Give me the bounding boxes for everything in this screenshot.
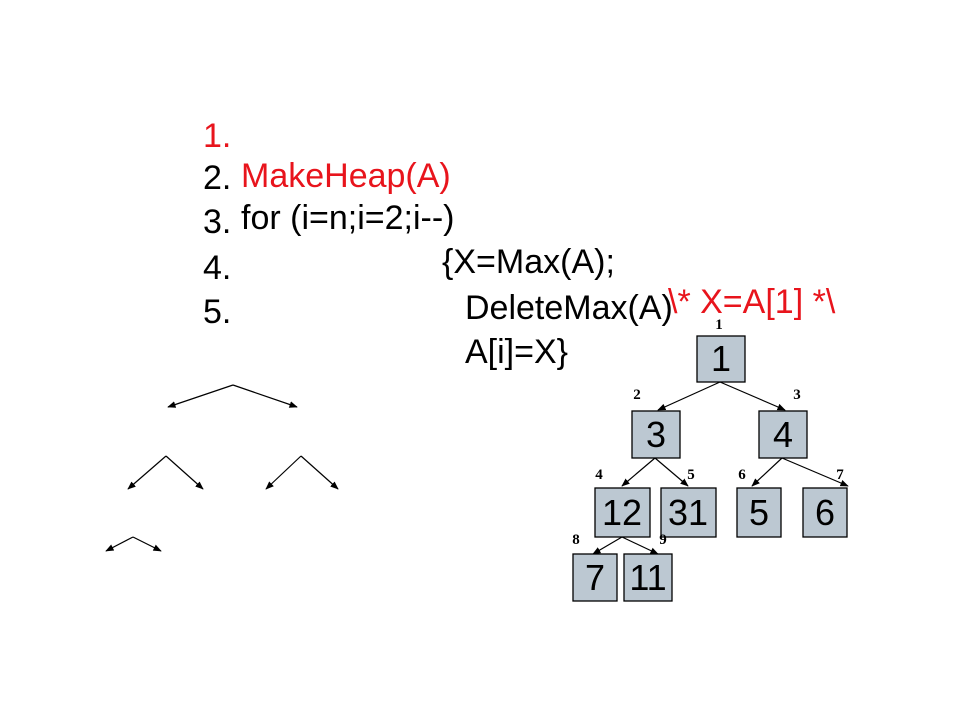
code-line-5: 5. A[i]=X} — [0, 252, 568, 412]
code-text: A[i]=X} — [465, 333, 569, 371]
svg-text:4: 4 — [773, 414, 793, 455]
svg-text:5: 5 — [749, 492, 769, 533]
line-number: 5. — [203, 293, 232, 331]
skeleton-edge — [127, 455, 167, 490]
svg-text:12: 12 — [602, 492, 642, 533]
svg-text:2: 2 — [633, 387, 641, 403]
heap-node-1: 1 1 — [696, 317, 746, 383]
code-line-2: 2. for (i=n;i=2;i--) — [0, 118, 455, 278]
code-comment: \* X=A[1] *\ — [668, 283, 836, 321]
svg-text:8: 8 — [572, 532, 580, 548]
heap-edge — [781, 457, 849, 487]
heap-node-3: 4 3 — [758, 387, 808, 459]
code-text: DeleteMax(A) — [465, 289, 673, 327]
heap-edge — [621, 536, 659, 555]
skeleton-edge — [232, 384, 298, 408]
algorithm-code: 1. MakeHeap(A) 2. for (i=n;i=2;i--) 3. {… — [0, 0, 960, 371]
line-number: 3. — [203, 203, 232, 241]
svg-text:6: 6 — [738, 467, 746, 483]
skeleton-edge — [132, 536, 162, 552]
svg-text:5: 5 — [687, 467, 695, 483]
heap-node-2: 3 2 — [631, 387, 681, 459]
code-line-4: 4. DeleteMax(A) — [0, 208, 673, 368]
svg-text:7: 7 — [585, 557, 605, 598]
skeleton-edge — [300, 455, 339, 490]
code-line-3: 3. {X=Max(A); \* X=A[1] *\ — [0, 162, 835, 362]
heap-edge — [621, 457, 656, 487]
svg-text:4: 4 — [595, 467, 603, 483]
svg-text:6: 6 — [815, 492, 835, 533]
svg-text:1: 1 — [715, 317, 723, 333]
heap-node-4: 12 4 — [594, 467, 651, 538]
heap-node-5: 31 5 — [660, 467, 717, 538]
heap-edge — [654, 457, 689, 487]
heap-node-8: 7 8 — [572, 532, 618, 602]
code-line-1: 1. MakeHeap(A) — [0, 76, 451, 236]
skeleton-edge — [265, 455, 302, 490]
heap-edge — [592, 536, 623, 555]
skeleton-edge — [105, 536, 134, 552]
code-text: for (i=n;i=2;i--) — [241, 199, 455, 237]
heap-edge — [657, 381, 721, 411]
heap-node-6: 5 6 — [736, 467, 782, 538]
code-text: {X=Max(A); — [442, 243, 615, 281]
line-number: 2. — [203, 159, 232, 197]
heap-node-7: 6 7 — [802, 467, 848, 538]
line-number: 1. — [203, 117, 232, 155]
heap-edges — [592, 381, 849, 555]
svg-text:11: 11 — [629, 557, 666, 598]
heap-edge — [751, 457, 783, 487]
tree-skeleton — [105, 384, 339, 552]
code-text: MakeHeap(A) — [241, 157, 451, 195]
svg-text:3: 3 — [646, 414, 666, 455]
svg-text:9: 9 — [659, 532, 667, 548]
svg-text:7: 7 — [836, 467, 844, 483]
heap-node-9: 11 9 — [623, 532, 673, 602]
svg-text:1: 1 — [711, 338, 731, 379]
line-number: 4. — [203, 249, 232, 287]
heap-edge — [719, 381, 786, 411]
svg-text:3: 3 — [793, 387, 801, 403]
svg-text:31: 31 — [668, 492, 708, 533]
skeleton-edge — [165, 455, 204, 490]
skeleton-edge — [167, 384, 234, 408]
